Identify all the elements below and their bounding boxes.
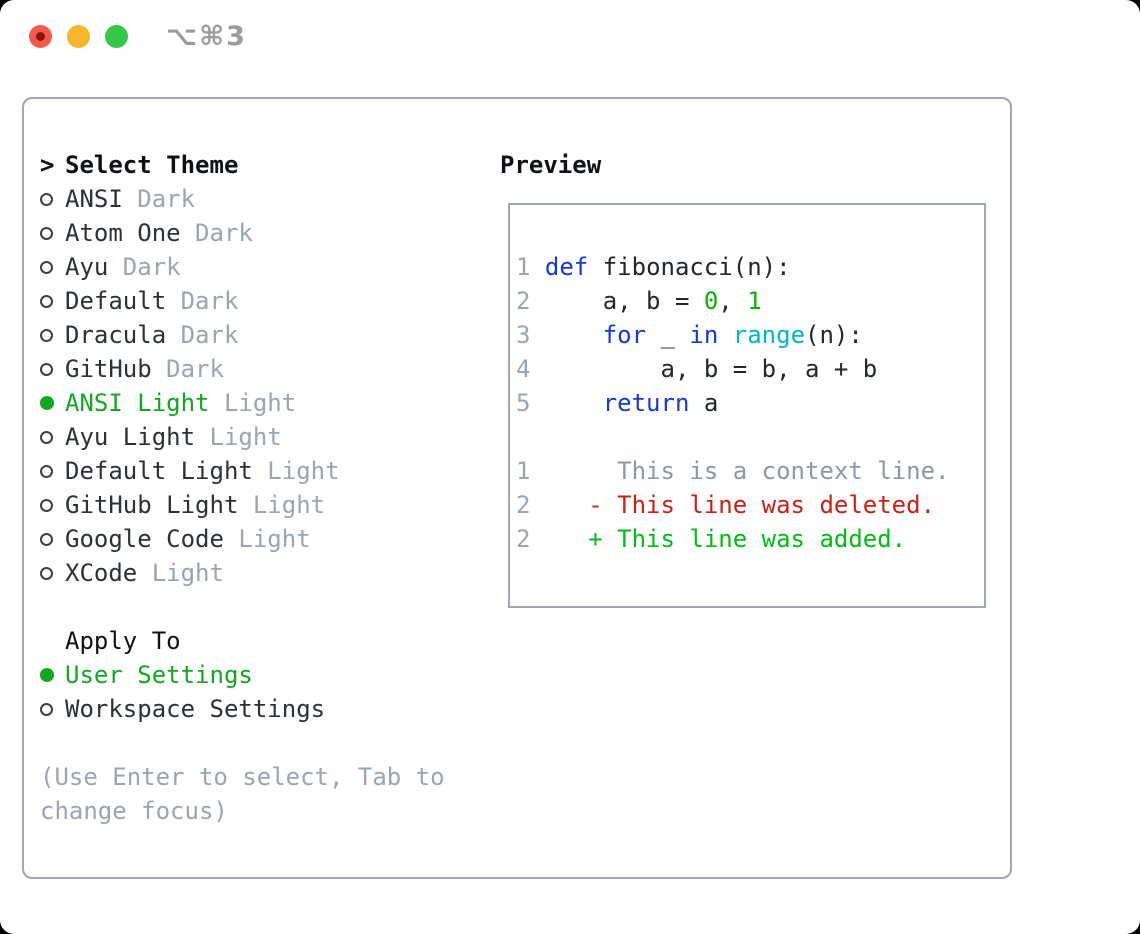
variant-tag: Light (137, 559, 224, 587)
apply-option-user-settings[interactable]: User Settings (40, 658, 490, 692)
apply-option-label: User Settings (65, 661, 253, 689)
theme-option-ansi-light[interactable]: ANSI Light Light (40, 386, 490, 420)
theme-option-label: Ayu (65, 253, 109, 281)
zoom-button[interactable] (105, 25, 128, 48)
theme-option-label: XCode (65, 559, 138, 587)
theme-option-label: Default Light (65, 457, 253, 485)
theme-option-default[interactable]: Default Dark (40, 284, 490, 318)
line-number: 1 (516, 457, 531, 485)
variant-tag: Dark (108, 253, 181, 281)
code-line: 3 for _ in range(n): (516, 321, 863, 349)
line-number: 5 (516, 389, 531, 417)
theme-option-label: GitHub (65, 355, 152, 383)
radio-selected-icon (40, 658, 65, 692)
preview-column: Preview 1 def fibonacci(n): 2 a, b = 0, 1… (500, 148, 1010, 608)
theme-option-label: Ayu Light (65, 423, 196, 451)
line-number: 2 (516, 525, 531, 553)
theme-option-atom-one[interactable]: Atom One Dark (40, 216, 490, 250)
radio-icon (40, 556, 65, 590)
variant-tag: Light (209, 389, 297, 417)
theme-option-xcode[interactable]: XCode Light (40, 556, 490, 590)
apply-to-heading-label: Apply To (65, 627, 181, 655)
radio-icon (40, 692, 65, 726)
theme-option-label: Dracula (65, 321, 167, 349)
radio-icon (40, 522, 65, 556)
code-line (516, 420, 976, 454)
theme-option-dracula[interactable]: Dracula Dark (40, 318, 490, 352)
line-number: 2 (516, 491, 531, 519)
variant-tag: Light (195, 423, 282, 451)
theme-option-label: GitHub Light (65, 491, 239, 519)
focus-caret: > (40, 151, 55, 179)
theme-option-label: Default (65, 287, 167, 315)
radio-icon (40, 182, 65, 216)
variant-tag: Dark (166, 287, 239, 315)
select-theme-heading-label: Select Theme (65, 151, 239, 179)
theme-option-label: ANSI Light (65, 389, 210, 417)
preview-heading-label: Preview (500, 151, 602, 179)
apply-option-label: Workspace Settings (65, 695, 326, 723)
theme-option-google-code[interactable]: Google Code Light (40, 522, 490, 556)
preview-box: 1 def fibonacci(n): 2 a, b = 0, 1 3 for _ … (508, 203, 986, 608)
line-number: 2 (516, 287, 531, 315)
radio-icon (40, 318, 65, 352)
minimize-button[interactable] (67, 25, 90, 48)
hint-line-1: (Use Enter to select, Tab to (40, 763, 445, 791)
theme-option-github-light[interactable]: GitHub Light Light (40, 488, 490, 522)
theme-option-label: Google Code (65, 525, 224, 553)
theme-option-label: Atom One (65, 219, 181, 247)
line-number: 3 (516, 321, 531, 349)
code-line: 5 return a (516, 389, 719, 417)
code-line: 2 - This line was deleted. (516, 491, 936, 519)
apply-to-heading: Apply To (40, 624, 490, 658)
window-title: ⌥⌘3 (166, 21, 247, 52)
code-line: 2 + This line was added. (516, 525, 907, 553)
variant-tag: Dark (122, 185, 196, 213)
apply-option-workspace-settings[interactable]: Workspace Settings (40, 692, 490, 726)
code-line: 2 a, b = 0, 1 (516, 287, 762, 315)
preview-heading: Preview (500, 148, 1010, 182)
spacer (40, 726, 490, 760)
spacer (40, 590, 490, 624)
radio-icon (40, 250, 65, 284)
hint-text: (Use Enter to select, Tab to change focu… (40, 760, 490, 828)
hint-line-2: change focus) (40, 797, 228, 825)
theme-option-ayu-light[interactable]: Ayu Light Light (40, 420, 490, 454)
close-button[interactable] (29, 25, 52, 48)
code-line: 4 a, b = b, a + b (516, 355, 878, 383)
variant-tag: Dark (151, 355, 224, 383)
theme-option-ayu[interactable]: Ayu Dark (40, 250, 490, 284)
radio-icon (40, 454, 65, 488)
theme-option-ansi[interactable]: ANSI Dark (40, 182, 490, 216)
variant-tag: Light (223, 525, 311, 553)
theme-option-default-light[interactable]: Default Light Light (40, 454, 490, 488)
line-number: 4 (516, 355, 531, 383)
radio-icon (40, 488, 65, 522)
line-number: 1 (516, 253, 531, 281)
code-line: 1 def fibonacci(n): (516, 253, 791, 281)
radio-icon (40, 352, 65, 386)
preview-code: 1 def fibonacci(n): 2 a, b = 0, 1 3 for _ … (516, 250, 976, 556)
radio-icon (40, 420, 65, 454)
radio-icon (40, 216, 65, 250)
select-theme-heading: > Select Theme (40, 148, 490, 182)
variant-tag: Light (238, 491, 326, 519)
variant-tag: Dark (180, 219, 253, 247)
variant-tag: Light (252, 457, 340, 485)
theme-option-label: ANSI (65, 185, 123, 213)
radio-selected-icon (40, 386, 65, 420)
close-button-dot (36, 32, 45, 41)
radio-icon (40, 284, 65, 318)
theme-option-github[interactable]: GitHub Dark (40, 352, 490, 386)
code-line: 1 This is a context line. (516, 457, 950, 485)
variant-tag: Dark (166, 321, 239, 349)
